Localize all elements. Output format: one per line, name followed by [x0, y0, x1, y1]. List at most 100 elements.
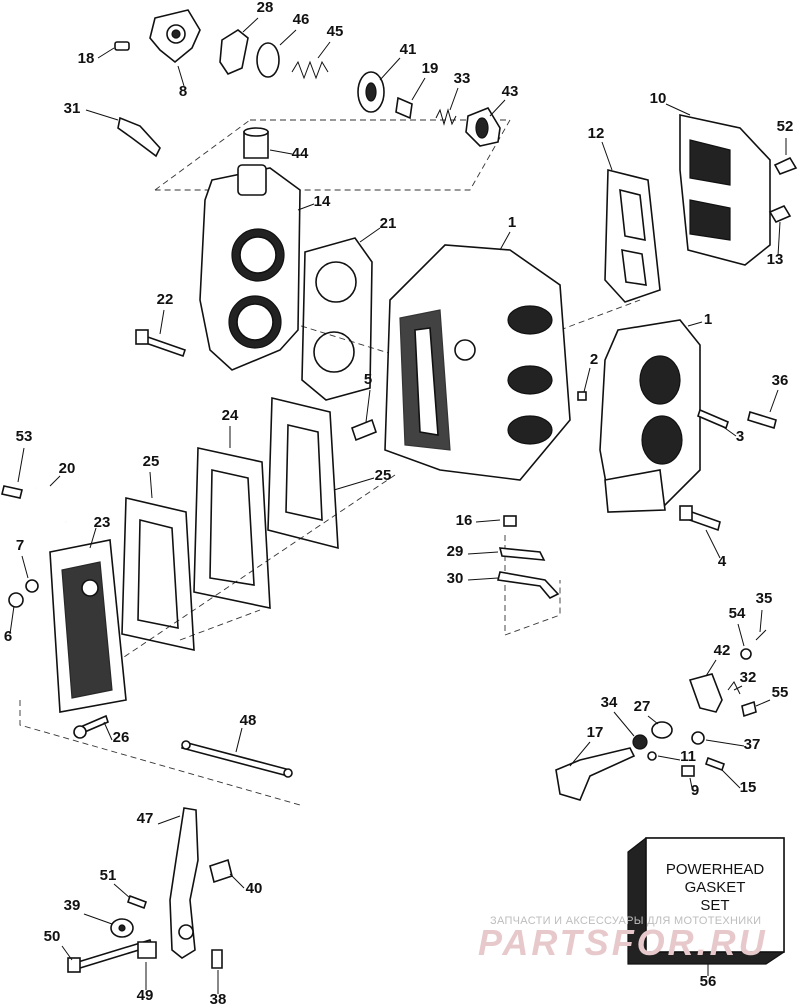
leader-line-51	[113, 883, 131, 899]
callout-50: 50	[44, 928, 61, 945]
callout-25: 25	[143, 453, 160, 470]
gasket-box-line3: SET	[700, 897, 729, 914]
leader-line-35	[759, 609, 763, 633]
watermark-logo: PARTSFOR.RU	[478, 922, 768, 963]
leader-line-40	[229, 873, 245, 889]
leader-line-9	[689, 777, 693, 789]
leader-line-29	[467, 551, 499, 555]
part-24-plate	[193, 447, 271, 609]
part-26-bolt	[73, 714, 109, 739]
leader-line-16	[475, 519, 501, 523]
part-36-screw	[747, 410, 777, 430]
leader-line-32	[733, 685, 743, 691]
callout-12: 12	[588, 125, 605, 142]
leader-line-41	[379, 57, 401, 81]
callout-34: 34	[601, 694, 618, 711]
callout-40: 40	[246, 880, 263, 897]
callout-5: 5	[364, 371, 372, 388]
leader-line-18	[97, 47, 115, 59]
part-50-bolt	[67, 939, 154, 973]
callout-53: 53	[16, 428, 33, 445]
leader-line-27	[647, 715, 659, 725]
part-46-oring	[256, 42, 280, 78]
leader-line-14	[297, 203, 315, 211]
callout-54: 54	[729, 605, 746, 622]
callout-38: 38	[210, 991, 227, 1007]
leader-line-3	[721, 425, 737, 437]
part-45-spring	[291, 60, 329, 80]
callout-7: 7	[16, 537, 24, 554]
callout-16: 16	[456, 512, 473, 529]
callout-18: 18	[78, 50, 95, 67]
part-43-cap	[465, 107, 501, 147]
part-52-screw	[773, 156, 798, 175]
gasket-box-line2: GASKET	[685, 879, 746, 896]
part-53-screw	[1, 485, 23, 499]
leader-line-30	[467, 577, 499, 581]
part-39-washer	[110, 918, 134, 938]
callout-45: 45	[327, 23, 344, 40]
leader-lines	[9, 17, 787, 994]
dashed-guide-lines	[19, 119, 641, 806]
callout-39: 39	[64, 897, 81, 914]
leader-line-50	[61, 945, 73, 961]
part-12-cover-gasket	[604, 168, 661, 303]
part-35-pin	[755, 629, 767, 641]
part-40-bushing	[209, 858, 233, 884]
part-27-cam	[651, 721, 673, 739]
callout-52: 52	[777, 118, 794, 135]
leader-line-7	[21, 555, 29, 579]
leader-line-11	[657, 755, 681, 761]
leader-line-12	[601, 141, 613, 171]
leader-line-36	[769, 389, 779, 413]
leader-line-44	[269, 149, 293, 155]
part-28-gasket	[219, 29, 249, 75]
callout-17: 17	[587, 724, 604, 741]
leader-line-2	[583, 367, 591, 393]
part-7-oring	[25, 579, 39, 593]
part-2-dowel	[577, 391, 587, 401]
callout-36: 36	[772, 372, 789, 389]
callout-19: 19	[422, 60, 439, 77]
part-3-pin	[697, 408, 729, 430]
callout-26: 26	[113, 729, 130, 746]
part-19-fitting	[395, 96, 413, 120]
callout-10: 10	[650, 90, 667, 107]
callout-23: 23	[94, 514, 111, 531]
callout-21: 21	[380, 215, 397, 232]
leader-line-20	[49, 475, 61, 487]
leader-line-39	[83, 913, 113, 925]
leader-line-33	[449, 87, 459, 111]
leader-line-43	[489, 99, 506, 117]
part-23-exhaust-plate	[49, 539, 127, 713]
leader-line-1	[687, 321, 703, 327]
leader-line-21	[359, 227, 381, 243]
part-32-spring	[727, 681, 741, 695]
part-25-gasket-right	[267, 396, 339, 550]
leader-line-8	[177, 65, 185, 87]
part-5-plug	[351, 418, 377, 442]
callout-49: 49	[137, 987, 154, 1004]
leader-line-5	[365, 389, 371, 423]
watermark: ЗАПЧАСТИ И АКСЕССУАРЫ ДЛЯ МОТОТЕХНИКИ PA…	[478, 915, 768, 963]
leader-line-54	[737, 623, 745, 647]
callout-43: 43	[502, 83, 519, 100]
part-55-screw	[741, 700, 757, 718]
part-15-screw	[704, 756, 726, 772]
part-33-spring	[435, 108, 457, 126]
part-47-lever	[169, 807, 199, 959]
watermark-top-text: ЗАПЧАСТИ И АКСЕССУАРЫ ДЛЯ МОТОТЕХНИКИ	[490, 915, 761, 927]
part-22-bolt	[135, 329, 187, 358]
part-29-clip	[498, 547, 546, 561]
callout-15: 15	[740, 779, 757, 796]
part-38-screw	[211, 949, 223, 969]
leader-line-13	[777, 221, 781, 257]
callout-51: 51	[100, 867, 117, 884]
callout-30: 30	[447, 570, 464, 587]
part-1-crankcase-half	[599, 319, 701, 513]
leader-line-55	[755, 699, 771, 707]
leader-line-19	[411, 77, 426, 101]
callout-56: 56	[700, 973, 717, 990]
part-14-cylinder-head	[199, 164, 301, 371]
